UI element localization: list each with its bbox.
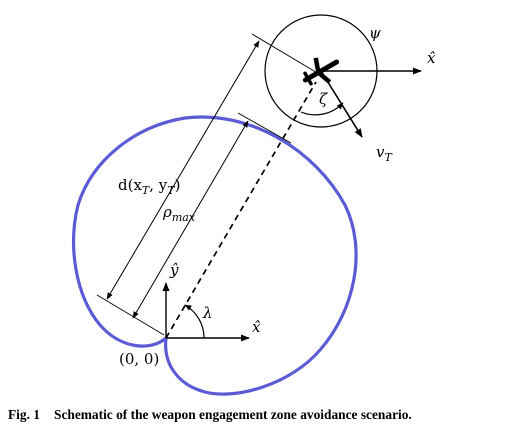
caption-text: Schematic of the weapon engagement zone …	[54, 407, 412, 422]
psi-label: ψ	[369, 24, 381, 42]
origin-label: (0, 0)	[119, 350, 159, 368]
distance-extension-start	[96, 294, 165, 336]
rho-max-label: ρmax	[162, 203, 196, 224]
velocity-label: vT	[376, 143, 393, 164]
rho-dimension-line	[132, 120, 249, 319]
figure-caption: Fig. 1 Schematic of the weapon engagement…	[8, 407, 503, 423]
wez-schematic: ψ x̂ ζ vT d(xT, yT) ρmax ŷ x̂ λ (0, 0)	[72, 14, 436, 396]
zeta-label: ζ	[319, 90, 328, 108]
lambda-label: λ	[202, 304, 213, 322]
origin-y-hat-label: ŷ	[169, 261, 179, 279]
wez-boundary	[72, 115, 358, 396]
rho-extension-end	[237, 112, 292, 144]
lambda-arc	[184, 304, 205, 339]
distance-dimension-line	[106, 40, 260, 300]
figure-number: Fig. 1	[8, 407, 40, 422]
aircraft-icon	[302, 57, 340, 86]
zeta-arc	[300, 102, 344, 116]
psi-arc	[351, 71, 377, 118]
distance-label: d(xT, yT)	[118, 176, 180, 197]
aircraft-x-hat-label: x̂	[427, 49, 436, 67]
line-of-sight	[165, 81, 317, 339]
origin-x-hat-label: x̂	[252, 318, 261, 336]
distance-extension-end	[251, 33, 320, 75]
